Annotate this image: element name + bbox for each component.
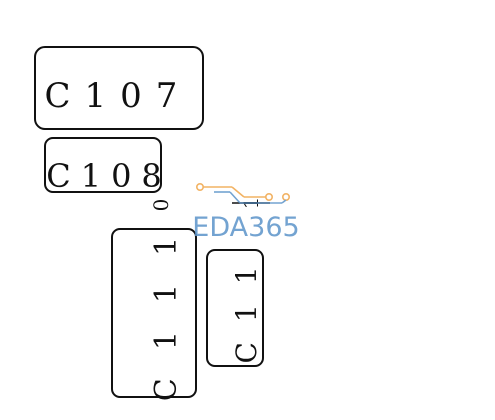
c11-right-label: C11	[230, 246, 263, 363]
c111-label: C111	[149, 209, 184, 401]
c110-partial-label: 0	[149, 199, 173, 212]
c108-outline	[44, 137, 162, 193]
component-c110-partial: 0	[149, 199, 173, 212]
component-c107: C107	[34, 46, 204, 130]
c107-label: C107	[45, 76, 192, 116]
watermark-text: EDA365	[192, 212, 299, 243]
c111-outline	[111, 228, 197, 398]
component-c111: C111	[111, 209, 197, 401]
c107-outline	[34, 46, 204, 130]
eda365-watermark: EDA365	[192, 183, 300, 243]
c11-right-outline	[206, 249, 264, 367]
c108-label: C108	[46, 157, 172, 195]
watermark-circuit-icon	[196, 183, 290, 204]
component-c11-right: C11	[206, 246, 264, 367]
component-c108: C108	[44, 137, 172, 195]
